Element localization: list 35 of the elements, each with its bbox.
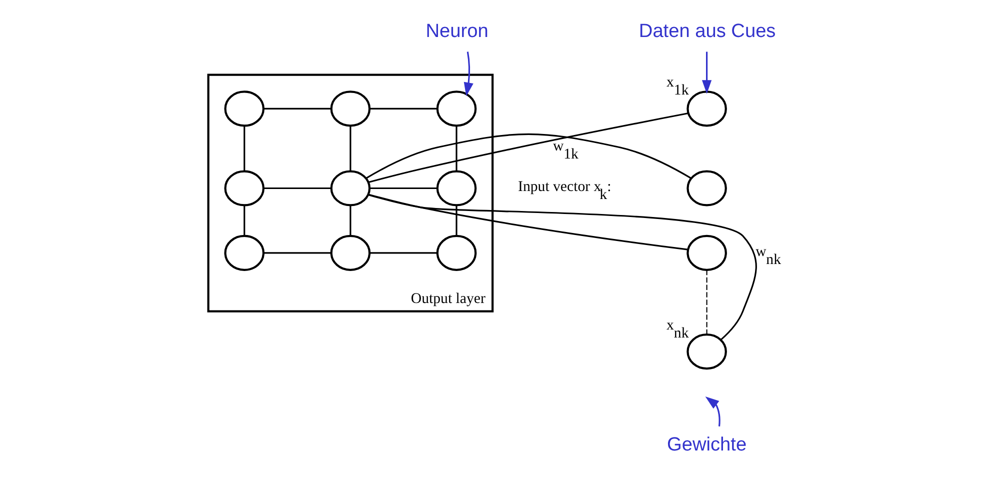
node-circle	[330, 90, 370, 126]
connector	[263, 186, 331, 189]
node-circle	[436, 90, 476, 126]
node-circle	[330, 170, 370, 206]
connector	[455, 204, 457, 236]
connector	[368, 193, 688, 250]
connector	[349, 204, 351, 236]
connector	[369, 252, 437, 254]
node-circle	[330, 234, 370, 270]
node-circle	[436, 234, 476, 270]
connector	[365, 132, 692, 179]
connector	[263, 107, 331, 109]
connector	[243, 125, 245, 171]
arrow	[704, 396, 720, 426]
node-text: Neuron	[425, 20, 488, 42]
connector	[706, 269, 707, 334]
cluster: Output layer	[206, 73, 494, 312]
node-circle	[436, 170, 476, 206]
connector	[263, 252, 331, 254]
connector	[455, 125, 457, 171]
node-circle	[686, 234, 726, 270]
connector	[369, 186, 437, 189]
node-circle	[224, 90, 264, 126]
node-circle	[224, 234, 264, 270]
connector	[349, 125, 351, 171]
node-text: Gewichte	[666, 434, 746, 455]
node-circle	[686, 170, 726, 206]
connector	[367, 193, 756, 340]
connector	[368, 112, 688, 183]
node-circle	[224, 170, 264, 206]
connector	[243, 204, 245, 236]
arrow	[701, 51, 712, 94]
connector	[369, 107, 437, 109]
arrow	[463, 51, 473, 96]
node-text: Daten aus Cues	[638, 20, 776, 42]
